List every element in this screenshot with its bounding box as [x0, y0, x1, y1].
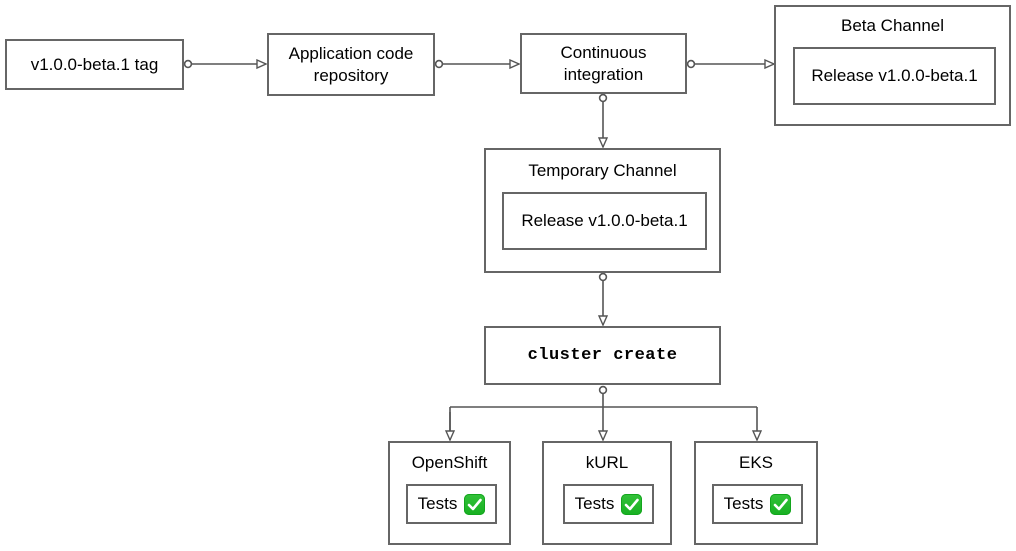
node-openshift[interactable]: OpenShift Tests: [388, 441, 511, 545]
node-tag[interactable]: v1.0.0-beta.1 tag: [5, 39, 184, 90]
check-mark-button-icon: [770, 493, 792, 515]
check-mark-button-icon: [464, 493, 486, 515]
node-repository-label: Application code repository: [288, 44, 414, 85]
node-ci[interactable]: Continuous integration: [520, 33, 687, 94]
edge-ci-to-temporary-channel: [600, 93, 607, 147]
openshift-tests-label: Tests: [417, 494, 458, 513]
kurl-title: kURL: [585, 453, 629, 472]
temporary-channel-title: Temporary Channel: [528, 161, 677, 180]
eks-title: EKS: [738, 453, 774, 472]
openshift-tests-box[interactable]: Tests: [406, 484, 497, 524]
beta-channel-release-label: Release v1.0.0-beta.1: [811, 66, 978, 85]
kurl-tests-box[interactable]: Tests: [563, 484, 654, 524]
node-temporary-channel[interactable]: Temporary Channel Release v1.0.0-beta.1: [484, 148, 721, 273]
node-ci-label: Continuous integration: [560, 43, 647, 84]
openshift-title: OpenShift: [411, 453, 488, 472]
eks-tests-box[interactable]: Tests: [712, 484, 803, 524]
node-kurl[interactable]: kURL Tests: [542, 441, 672, 545]
beta-channel-release-box[interactable]: Release v1.0.0-beta.1: [793, 47, 996, 105]
edge-temporary-channel-to-cluster-create: [600, 272, 607, 325]
edge-repository-to-ci: [434, 61, 519, 68]
edge-cluster-create-fanout: [450, 385, 757, 440]
node-cluster-create-label: cluster create: [527, 345, 678, 365]
kurl-tests-label: Tests: [574, 494, 615, 513]
temporary-channel-release-box[interactable]: Release v1.0.0-beta.1: [502, 192, 707, 250]
node-repository[interactable]: Application code repository: [267, 33, 435, 96]
node-tag-label: v1.0.0-beta.1 tag: [30, 54, 159, 74]
check-mark-button-icon: [621, 493, 643, 515]
node-cluster-create[interactable]: cluster create: [484, 326, 721, 385]
node-beta-channel[interactable]: Beta Channel Release v1.0.0-beta.1: [774, 5, 1011, 126]
node-eks[interactable]: EKS Tests: [694, 441, 818, 545]
edge-tag-to-repository: [183, 61, 266, 68]
eks-tests-label: Tests: [723, 494, 764, 513]
beta-channel-title: Beta Channel: [840, 16, 945, 35]
edge-ci-to-beta-channel: [686, 61, 774, 68]
temporary-channel-release-label: Release v1.0.0-beta.1: [521, 211, 688, 230]
